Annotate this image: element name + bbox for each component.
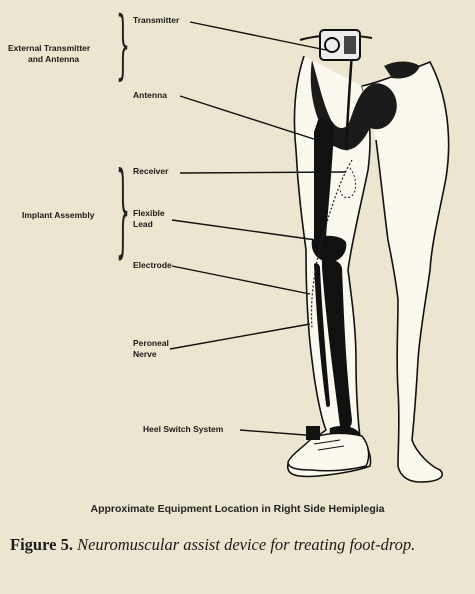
peroneal-nerve-label-line1: Peroneal xyxy=(133,338,169,349)
antenna-label: Antenna xyxy=(133,90,167,101)
implant-group-label: Implant Assembly xyxy=(22,210,94,221)
electrode-label: Electrode xyxy=(133,260,172,271)
figure-caption-text: Neuromuscular assist device for treating… xyxy=(77,535,415,554)
external-group-brace: } xyxy=(116,12,130,87)
leader-flexible-lead xyxy=(172,220,316,240)
figure-number: Figure 5. xyxy=(10,535,73,554)
flexible-lead-label-line2: Lead xyxy=(133,219,153,230)
receiver-label: Receiver xyxy=(133,166,168,177)
leader-peroneal xyxy=(170,324,310,349)
implant-group-brace: } xyxy=(116,166,130,267)
figure-subtitle: Approximate Equipment Location in Right … xyxy=(0,503,475,515)
leader-transmitter xyxy=(190,22,326,50)
leader-receiver xyxy=(180,172,346,173)
shoe xyxy=(288,433,369,470)
transmitter-label: Transmitter xyxy=(133,15,179,26)
heel-switch xyxy=(306,426,320,440)
flexible-lead-label-line1: Flexible xyxy=(133,208,165,219)
figure-caption: Figure 5. Neuromuscular assist device fo… xyxy=(10,534,465,556)
external-group-label-line1: External Transmitter xyxy=(8,43,90,54)
leader-electrode xyxy=(172,266,310,294)
heel-switch-label: Heel Switch System xyxy=(143,424,223,435)
external-group-label-line2: and Antenna xyxy=(28,54,79,65)
peroneal-nerve-label-line2: Nerve xyxy=(133,349,157,360)
